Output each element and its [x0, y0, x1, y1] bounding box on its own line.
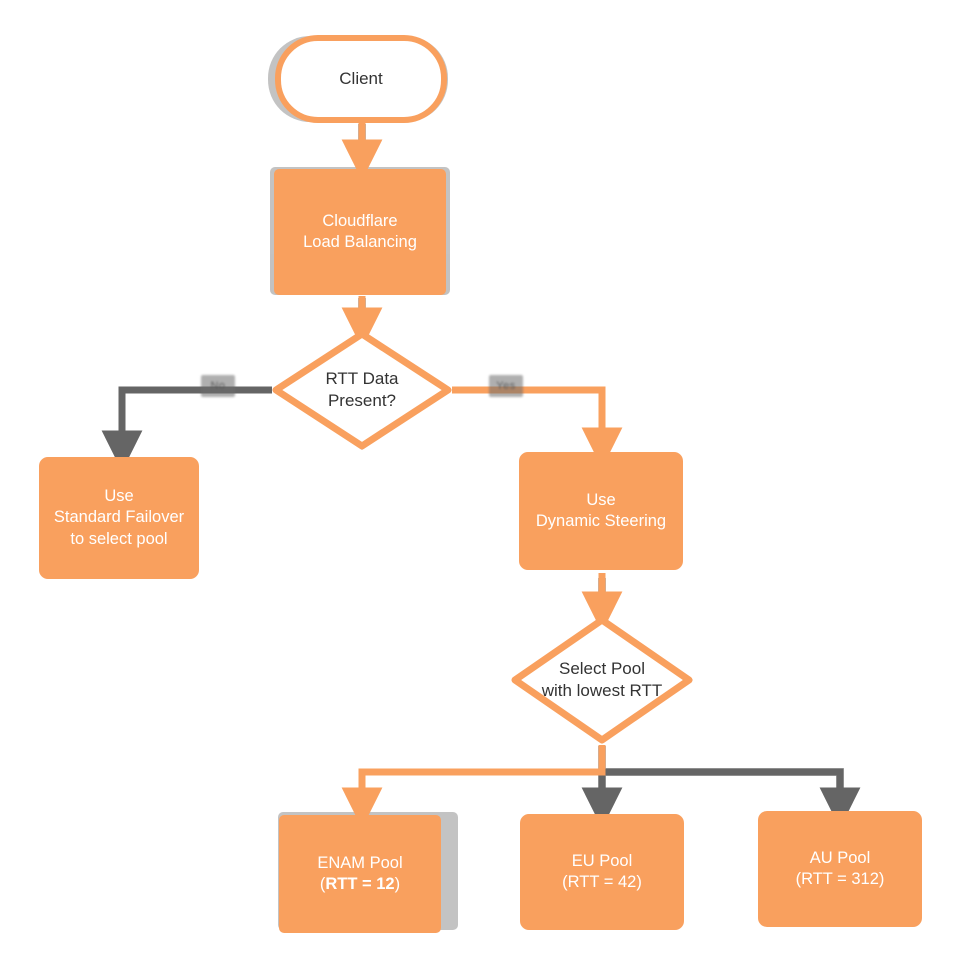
edges-inactive: No --> Standard Failover --> EU Pool -->…	[101, 386, 861, 829]
node-eu-pool-shape	[520, 814, 684, 930]
edge-rtt-to-failover	[101, 386, 272, 472]
node-au-pool-shape	[758, 811, 922, 927]
node-dynamic-steering-shape	[519, 452, 683, 570]
edge-rtt-to-dynamic	[452, 386, 623, 469]
node-client-shape	[275, 35, 447, 123]
edge-label-no: No	[201, 375, 235, 397]
node-standard-failover-shape	[39, 457, 199, 579]
node-rtt-question-shape	[272, 330, 452, 450]
node-shapes	[39, 35, 922, 933]
node-select-pool-shape	[511, 616, 693, 744]
edge-select-to-au	[602, 768, 861, 829]
edge-label-yes: Yes	[489, 375, 523, 397]
node-cloudflare-lb-shape	[274, 169, 446, 295]
node-enam-pool-shape	[279, 815, 441, 933]
edge-select-to-enam	[341, 745, 606, 829]
